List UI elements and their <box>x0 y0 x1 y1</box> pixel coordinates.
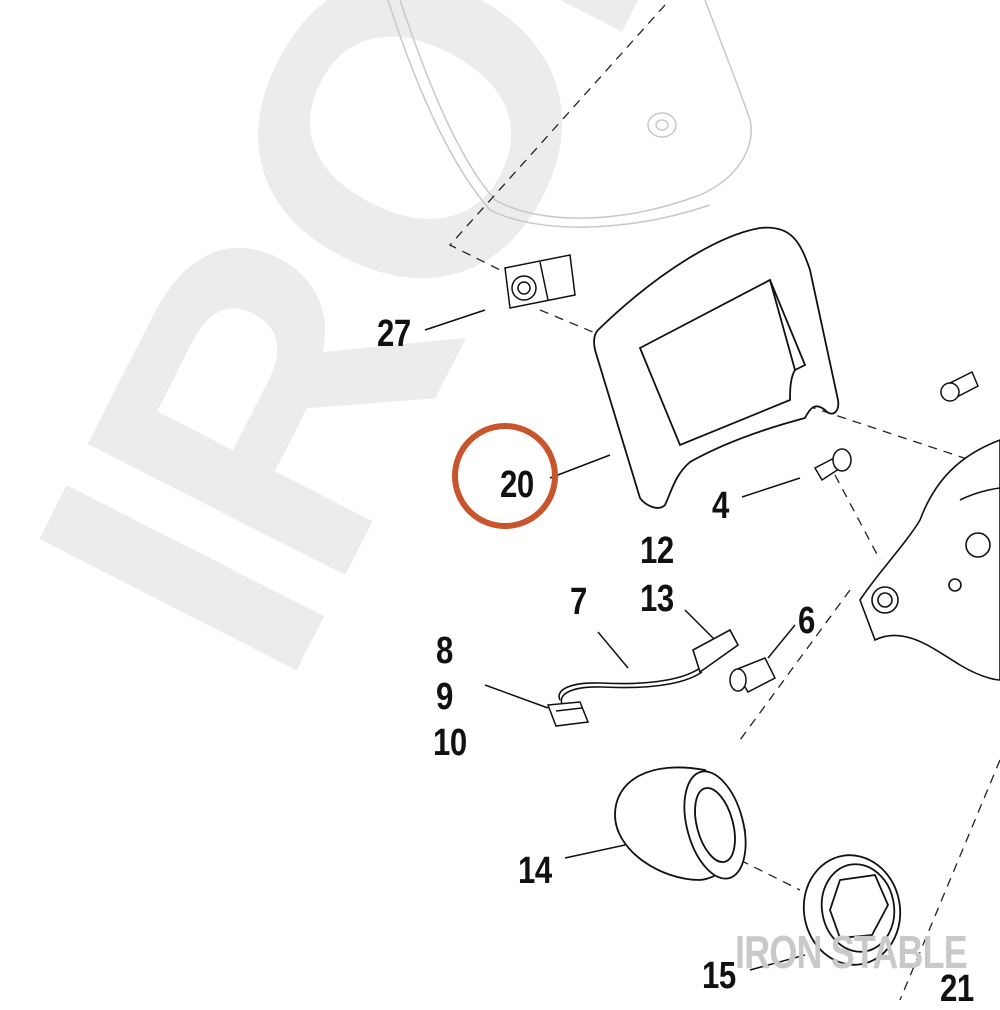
part-15-lens <box>802 854 902 966</box>
highlight-circle-20 <box>452 423 558 529</box>
callout-6: 6 <box>798 600 815 642</box>
callout-14: 14 <box>518 850 552 892</box>
callout-20: 20 <box>500 464 534 506</box>
fender-outline <box>387 0 752 228</box>
callout-7: 7 <box>570 581 587 623</box>
part-4-bolt <box>813 448 852 482</box>
watermark-corner: IRON STABLE <box>735 926 968 978</box>
top-bolt <box>940 370 979 402</box>
leader-lines <box>424 309 806 971</box>
part-20-visor <box>593 226 840 509</box>
callout-10: 10 <box>433 722 467 764</box>
part-6-socket <box>729 657 777 693</box>
callout-4: 4 <box>712 485 729 527</box>
callout-13: 13 <box>640 578 674 620</box>
callout-9: 9 <box>436 676 453 718</box>
headlight-housing <box>859 439 1000 681</box>
callout-27: 27 <box>377 313 411 355</box>
part-27-clip <box>504 254 576 309</box>
part-14-lamp-shell <box>614 766 747 881</box>
part-8-connector <box>546 701 590 727</box>
callout-12: 12 <box>640 530 674 572</box>
callout-8: 8 <box>436 630 453 672</box>
part-7-wire <box>558 628 740 705</box>
callout-15: 15 <box>702 955 736 997</box>
assembly-lines <box>448 4 1000 1000</box>
